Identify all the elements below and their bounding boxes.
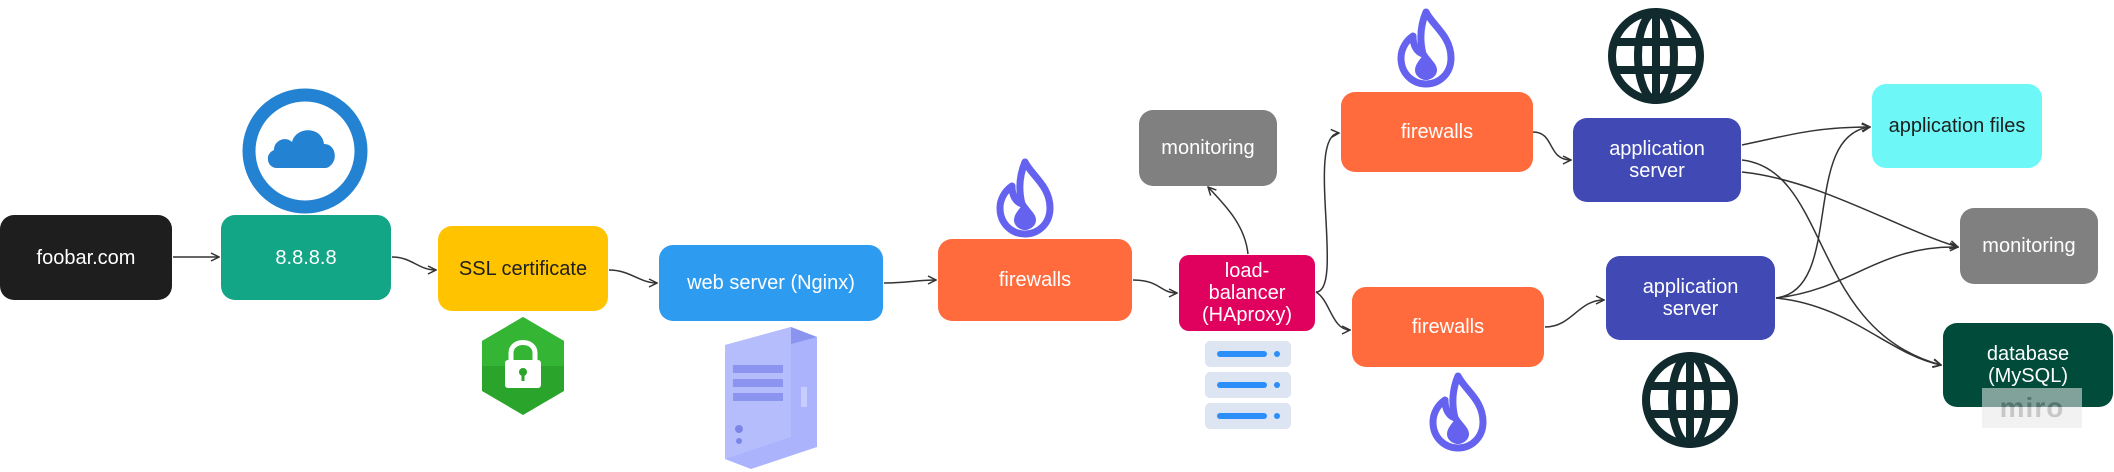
monitoring-right-label: monitoring (1982, 235, 2076, 257)
flame-icon (1429, 372, 1487, 452)
firewall-main-node: firewalls (938, 239, 1132, 321)
firewall-main-label: firewalls (998, 269, 1072, 291)
app-server-top-label: application server (1609, 138, 1705, 182)
app-server-bottom-label: application server (1642, 276, 1739, 320)
edge-ip-ssl (391, 256, 436, 270)
web-server-label: web server (Nginx) (687, 272, 855, 294)
miro-watermark: miro (1982, 388, 2082, 428)
domain-node: foobar.com (0, 215, 172, 300)
edge-lb-firewall-bottom (1315, 291, 1350, 330)
edge-appbottom-database (1775, 297, 1941, 365)
edge-firewall-lb (1132, 279, 1177, 293)
ssl-label: SSL certificate (458, 257, 588, 280)
monitoring-lb-node: monitoring (1139, 110, 1277, 186)
edge-fwtop-app-top (1532, 131, 1571, 160)
server-rack-icon (1205, 341, 1291, 429)
ip-node: 8.8.8.8 (221, 215, 391, 300)
database-label: database (MySQL) (1986, 343, 2070, 387)
domain-label: foobar.com (36, 246, 136, 269)
monitoring-right-node: monitoring (1960, 208, 2098, 284)
edge-ssl-web (608, 269, 657, 283)
web-server-node: web server (Nginx) (659, 245, 883, 321)
application-files-label: application files (1888, 115, 2026, 137)
ip-label: 8.8.8.8 (275, 246, 337, 269)
edge-fwbottom-app-bottom (1544, 300, 1604, 328)
edge-appbottom-monitoring (1775, 247, 1958, 299)
flame-icon (1397, 8, 1455, 88)
firewall-top-label: firewalls (1400, 121, 1474, 143)
ssl-node: SSL certificate (438, 226, 608, 311)
firewall-bottom-label: firewalls (1411, 316, 1485, 338)
app-server-top-node: application server (1573, 118, 1741, 202)
edge-apptop-database (1741, 159, 1941, 365)
edge-lb-monitoring (1208, 187, 1249, 255)
server-tower-icon (725, 327, 817, 469)
database-node: database (MySQL) (1943, 323, 2113, 407)
firewall-top-node: firewalls (1341, 92, 1533, 172)
flame-icon (996, 158, 1054, 238)
cloud-icon (242, 88, 368, 214)
monitoring-lb-label: monitoring (1161, 137, 1255, 159)
application-files-node: application files (1872, 84, 2042, 168)
edge-apptop-files (1741, 127, 1870, 146)
globe-icon (1608, 8, 1704, 104)
load-balancer-node: load-balancer (HAproxy) (1179, 255, 1315, 331)
firewall-bottom-node: firewalls (1352, 287, 1544, 367)
edge-lb-firewall-top (1315, 133, 1339, 293)
edge-apptop-monitoring (1741, 171, 1958, 247)
load-balancer-label: load-balancer (HAproxy) (1201, 260, 1292, 326)
lock-icon (482, 317, 564, 415)
globe-icon (1642, 352, 1738, 448)
edge-appbottom-files (1775, 127, 1870, 299)
edge-web-firewall (883, 280, 936, 283)
app-server-bottom-node: application server (1606, 256, 1775, 340)
